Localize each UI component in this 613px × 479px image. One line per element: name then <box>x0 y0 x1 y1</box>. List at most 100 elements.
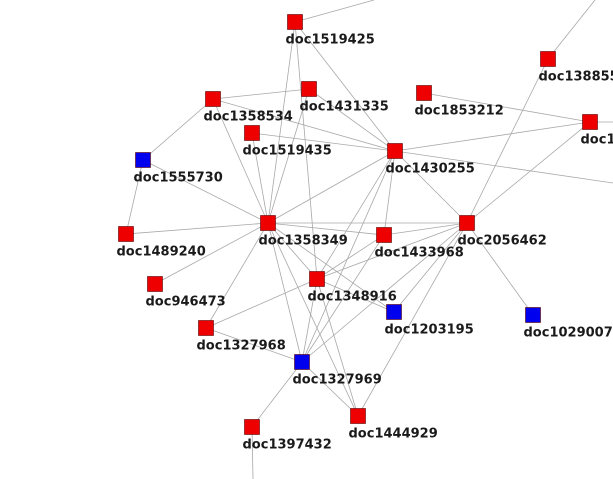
node-label: doc1433968 <box>375 246 464 261</box>
edge-doc1358349-doc1433968 <box>267 222 385 236</box>
node-label: doc2056462 <box>458 234 547 249</box>
node-square[interactable] <box>205 91 221 107</box>
node-square[interactable] <box>135 152 151 168</box>
edge-doc1430255-doc1 <box>394 121 591 152</box>
node-doc1029007[interactable]: doc1029007 <box>524 307 613 341</box>
edge-doc1358534-doc1555730 <box>142 98 214 161</box>
edge-doc2056462-doc1 <box>466 121 591 224</box>
node-label: doc1430255 <box>386 162 475 177</box>
node-square[interactable] <box>376 227 392 243</box>
node-doc1358534[interactable]: doc1358534 <box>204 91 293 125</box>
node-doc1358349[interactable]: doc1358349 <box>259 215 348 249</box>
node-doc1555730[interactable]: doc1555730 <box>134 152 223 186</box>
node-doc1327968[interactable]: doc1327968 <box>197 320 286 354</box>
edge-doc1430255-doc1433968 <box>383 150 396 236</box>
node-label: doc1519435 <box>243 144 332 159</box>
edge-doc1519435-doc1358349 <box>251 132 269 224</box>
node-doc1519425[interactable]: doc1519425 <box>286 14 375 48</box>
node-label: doc1519425 <box>286 33 375 48</box>
edge-doc1433968-doc1327969 <box>301 234 385 363</box>
edge-doc1358349-doc1348916 <box>267 222 318 280</box>
edge-doc1358534-doc1358349 <box>212 98 269 224</box>
node-label: doc1358349 <box>259 234 348 249</box>
node-square[interactable] <box>118 226 134 242</box>
node-doc1431335[interactable]: doc1431335 <box>300 81 389 115</box>
edge-doc1433968-doc1348916 <box>316 234 385 280</box>
edge-doc1519425-doc1348916 <box>294 21 318 280</box>
node-square[interactable] <box>294 354 310 370</box>
node-square[interactable] <box>386 304 402 320</box>
edge-doc1430255-doc1327969 <box>301 150 396 363</box>
node-square[interactable] <box>525 307 541 323</box>
edge-doc1555730-doc1358349 <box>142 159 269 224</box>
edge-doc2056462-doc1029007 <box>466 222 534 316</box>
node-square[interactable] <box>540 51 556 67</box>
edge-doc1430255-doc1348916 <box>316 150 396 280</box>
node-square[interactable] <box>244 419 260 435</box>
edges-layer <box>125 0 613 479</box>
edge-offscreen <box>251 426 254 479</box>
node-label: doc1203195 <box>385 323 474 338</box>
edge-doc2056462-doc1203195 <box>393 222 468 313</box>
node-doc1203195[interactable]: doc1203195 <box>385 304 474 338</box>
node-label: doc1348916 <box>308 290 397 305</box>
edge-doc1327969-doc1397432 <box>251 361 303 428</box>
edge-doc1327969-doc1444929 <box>301 361 359 417</box>
node-label: doc1358534 <box>204 110 293 125</box>
edge-doc1519425-doc1358349 <box>267 21 296 224</box>
node-doc1489240[interactable]: doc1489240 <box>117 226 206 260</box>
node-doc1430255[interactable]: doc1430255 <box>386 143 475 177</box>
edge-doc1555730-doc1489240 <box>125 159 144 235</box>
edge-doc1433968-doc2056462 <box>383 222 468 236</box>
edge-doc1489240-doc1358349 <box>125 222 269 235</box>
node-label: doc946473 <box>146 295 226 310</box>
node-square[interactable] <box>301 81 317 97</box>
node-square[interactable] <box>582 114 598 130</box>
edge-doc1358349-doc946473 <box>154 222 269 285</box>
node-square[interactable] <box>287 14 303 30</box>
edge-doc1519425-doc1430255 <box>294 21 396 152</box>
node-square[interactable] <box>459 215 475 231</box>
node-square[interactable] <box>416 85 432 101</box>
node-label: doc1489240 <box>117 245 206 260</box>
edge-doc1431335-doc1358349 <box>267 88 310 224</box>
edge-doc1853212-doc1 <box>423 92 591 123</box>
node-square[interactable] <box>309 271 325 287</box>
node-doc1[interactable]: doc1 <box>581 114 613 148</box>
node-square[interactable] <box>350 408 366 424</box>
node-label: doc1327969 <box>293 373 382 388</box>
node-doc1444929[interactable]: doc1444929 <box>349 408 438 442</box>
node-doc1397432[interactable]: doc1397432 <box>243 419 332 453</box>
node-doc138855[interactable]: doc138855 <box>539 51 613 85</box>
node-label: doc1 <box>581 133 613 148</box>
edge-doc1358534-doc1431335 <box>212 88 310 100</box>
node-doc946473[interactable]: doc946473 <box>146 276 226 310</box>
edge-doc2056462-doc1327969 <box>301 222 468 363</box>
node-doc1327969[interactable]: doc1327969 <box>293 354 382 388</box>
node-doc1853212[interactable]: doc1853212 <box>415 85 504 119</box>
node-doc1348916[interactable]: doc1348916 <box>308 271 397 305</box>
edge-doc1327968-doc1327969 <box>205 327 303 363</box>
edge-doc138855-doc2056462 <box>466 58 549 224</box>
node-square[interactable] <box>147 276 163 292</box>
edge-offscreen <box>294 0 375 23</box>
node-doc2056462[interactable]: doc2056462 <box>458 215 547 249</box>
node-square[interactable] <box>244 125 260 141</box>
node-square[interactable] <box>387 143 403 159</box>
node-square[interactable] <box>198 320 214 336</box>
edge-offscreen <box>547 0 596 60</box>
node-label: doc1444929 <box>349 427 438 442</box>
edge-doc1358349-doc1327969 <box>267 222 303 363</box>
edge-doc2056462-doc1348916 <box>316 222 468 280</box>
node-doc1519435[interactable]: doc1519435 <box>243 125 332 159</box>
node-label: doc1431335 <box>300 100 389 115</box>
edge-doc1358534-doc1430255 <box>212 98 396 152</box>
node-doc1433968[interactable]: doc1433968 <box>375 227 464 261</box>
edge-doc1519435-doc1430255 <box>251 132 396 152</box>
edge-doc1348916-doc1327968 <box>205 278 318 329</box>
edge-offscreen <box>394 150 613 184</box>
node-square[interactable] <box>260 215 276 231</box>
edge-doc1358349-doc1203195 <box>267 222 395 313</box>
edge-doc1348916-doc1327969 <box>301 278 318 363</box>
